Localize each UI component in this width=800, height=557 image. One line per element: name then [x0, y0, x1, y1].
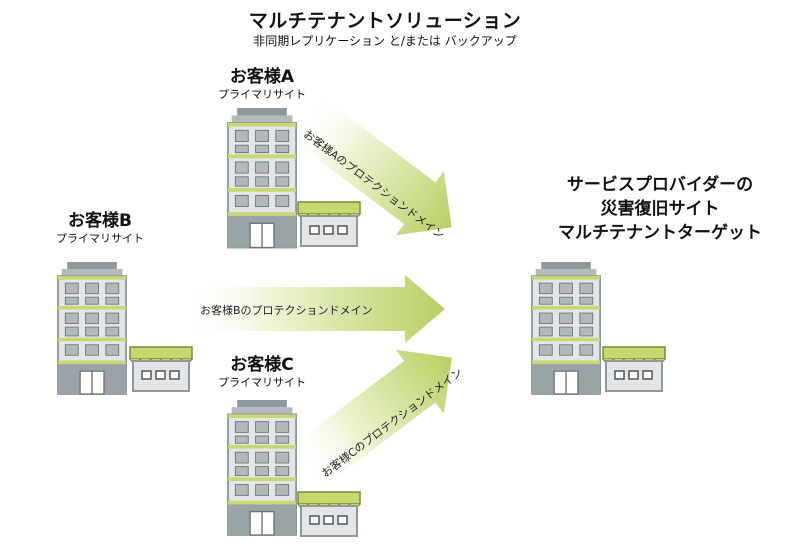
target-title-line3: マルチテナントターゲット	[558, 223, 762, 243]
protection-domain-arrow-a	[284, 92, 452, 236]
protection-domain-arrow-b	[180, 275, 445, 343]
customer-a-shop	[297, 201, 361, 247]
customer-b-name: お客様B	[68, 211, 132, 231]
customer-c-shop	[297, 491, 361, 537]
customer-a-building	[227, 107, 298, 249]
customer-c-building	[227, 399, 297, 536]
customer-a-role: プライマリサイト	[218, 88, 306, 101]
target-site-title: サービスプロバイダーの 災害復旧サイト マルチテナントターゲット	[520, 173, 800, 245]
customer-c-name: お客様C	[230, 355, 294, 375]
target-title-line1: サービスプロバイダーの	[566, 175, 754, 195]
diagram-title: マルチテナントソリューション	[248, 10, 522, 32]
customer-b-building	[57, 261, 128, 395]
diagram-subtitle: 非同期レプリケーション と/または バックアップ	[253, 34, 517, 48]
target-dr-building	[531, 261, 602, 395]
customer-b-shop	[129, 346, 193, 392]
arrow-b-label: お客様Bのプロテクションドメイン	[200, 304, 373, 317]
customer-c-role: プライマリサイト	[218, 376, 306, 389]
customer-a-name: お客様A	[229, 67, 295, 87]
target-title-line2: 災害復旧サイト	[600, 199, 720, 219]
protection-domain-arrow-c	[284, 349, 452, 493]
target-dr-shop	[602, 346, 666, 392]
customer-b-role: プライマリサイト	[56, 232, 144, 245]
